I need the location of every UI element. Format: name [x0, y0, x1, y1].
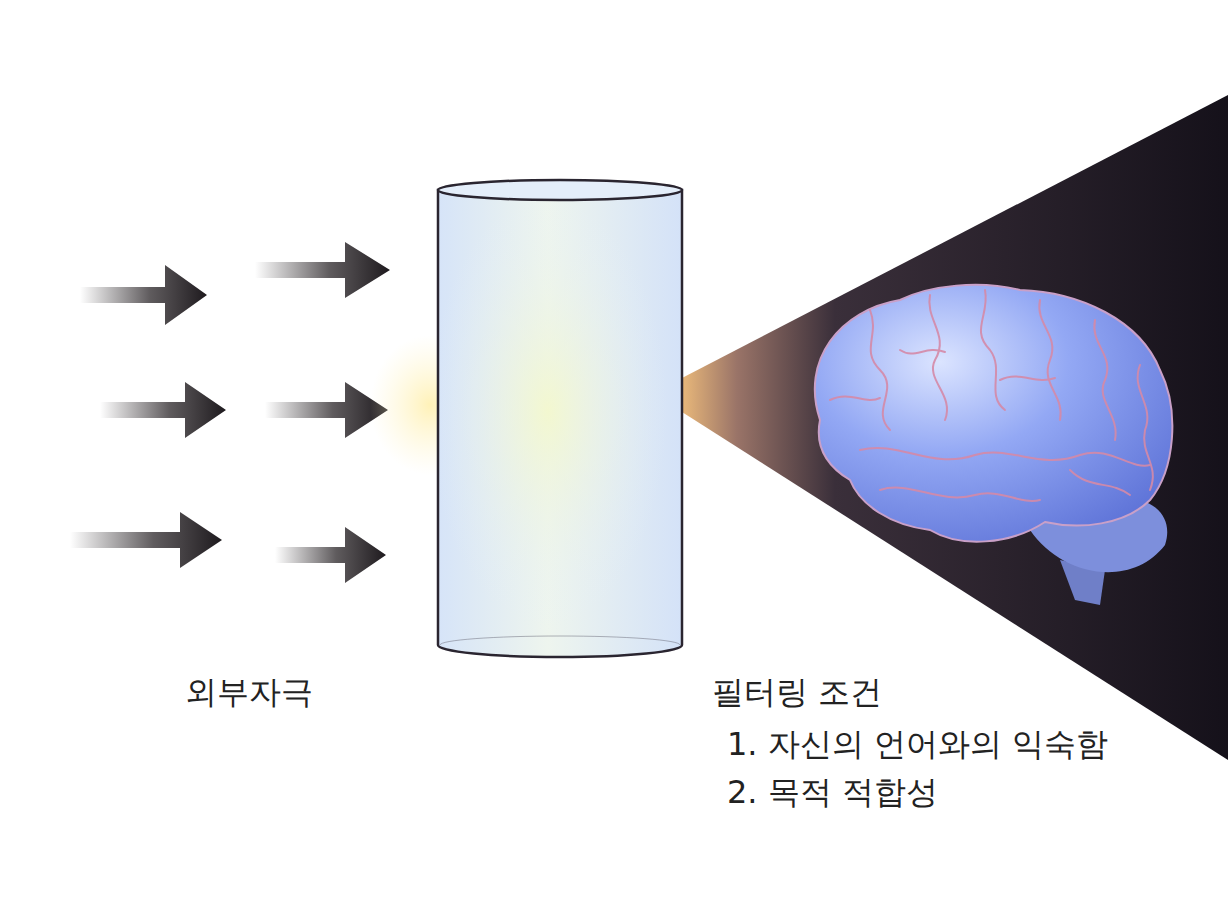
stimulus-arrows [70, 242, 390, 583]
light-cone [682, 95, 1228, 760]
filter-condition: 2. 목적 적합성 [727, 772, 938, 812]
stimulus-label: 외부자극 [185, 672, 313, 712]
filter-heading: 필터링 조건 [712, 672, 882, 712]
filter-condition: 1. 자신의 언어와의 익숙함 [727, 724, 1108, 764]
brain-illustration [815, 285, 1173, 605]
filter-cylinder [438, 180, 682, 657]
